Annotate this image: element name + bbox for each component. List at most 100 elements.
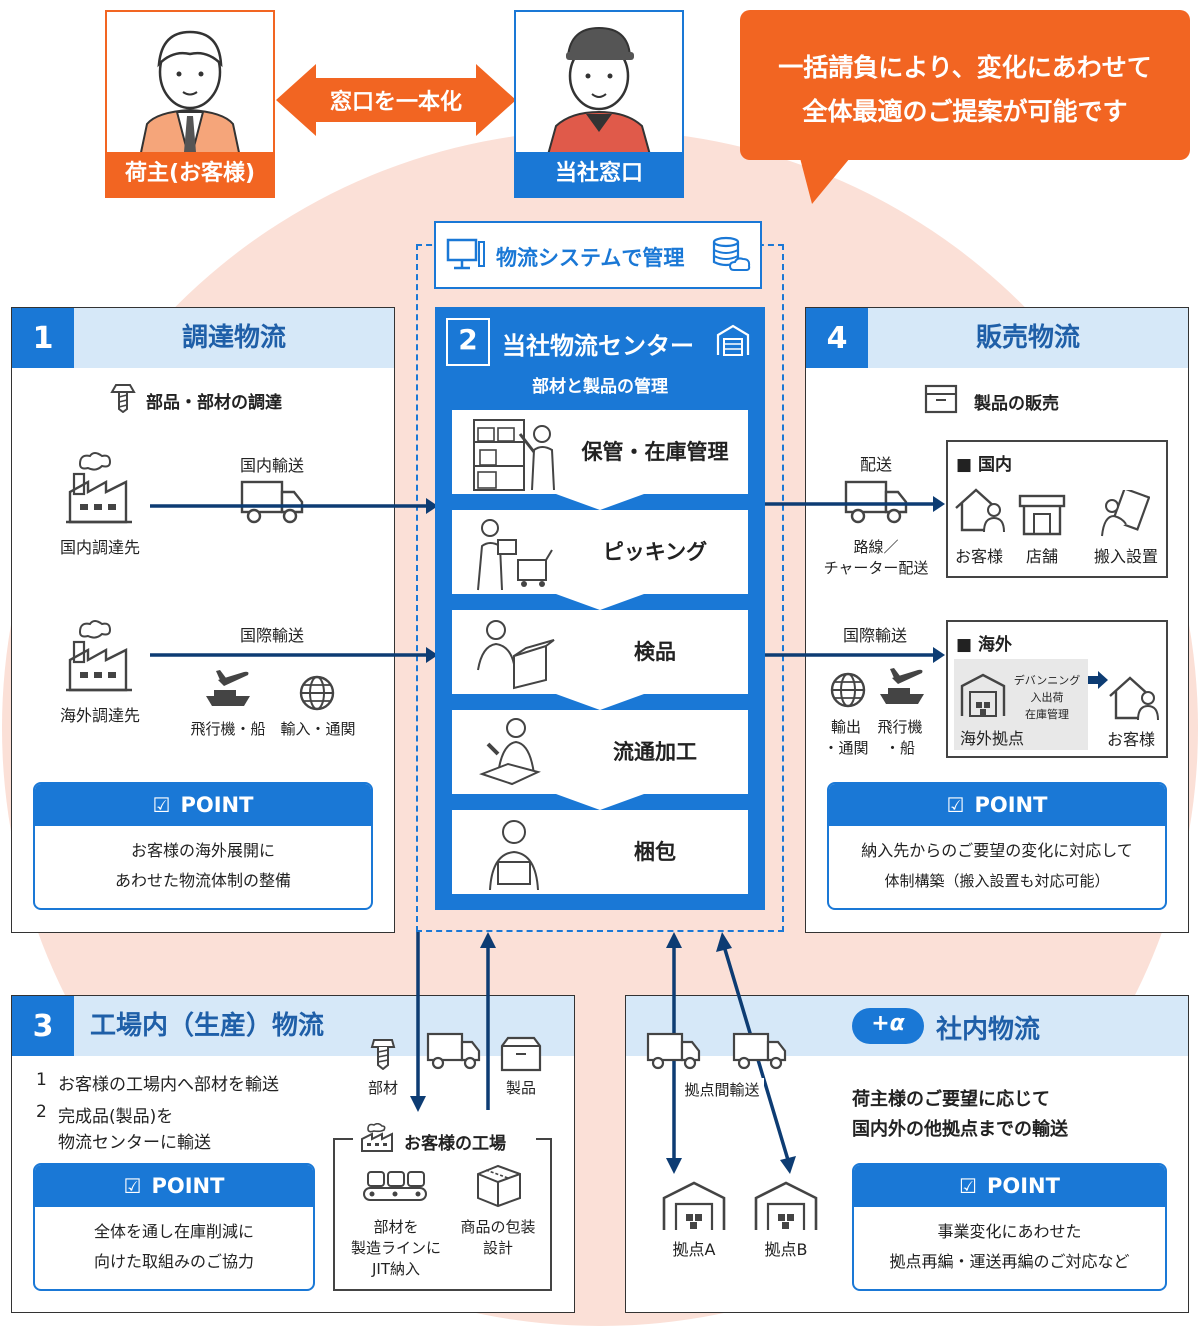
delivery-label: 配送 <box>859 455 892 474</box>
sales-globe-icon <box>830 672 866 708</box>
internal-badge <box>852 1008 924 1044</box>
store-label: 店舗 <box>1025 547 1058 566</box>
overseas-customer-label: お客様 <box>1106 730 1155 749</box>
pack-line1: 商品の包装 <box>460 1218 536 1236</box>
sales-title: 販売物流 <box>975 323 1080 353</box>
pack-line2: 設計 <box>482 1239 513 1257</box>
step-processing: 流通加工 <box>452 710 748 794</box>
internal-desc-line1: 荷主様のご要望に応じて <box>852 1089 1050 1110</box>
products-label: 製品 <box>505 1079 536 1097</box>
domestic-arrow-intl <box>150 647 438 663</box>
sales-intl-arrow <box>765 647 945 663</box>
internal-point-line1: 事業変化にあわせた <box>937 1222 1082 1241</box>
step-storage-label: 保管・在庫管理 <box>581 440 729 464</box>
delivery-truck-icon <box>844 480 908 524</box>
packing-worker-icon <box>489 820 539 891</box>
domestic-factory-icon <box>66 452 132 524</box>
window-card: 当社窓口 <box>514 10 684 198</box>
parts-label: 部材 <box>367 1079 398 1097</box>
step-chevron-4 <box>556 794 644 810</box>
base-a-label: 拠点A <box>672 1240 716 1259</box>
step-packing: 梱包 <box>452 810 748 894</box>
step-chevron-1 <box>556 494 644 510</box>
sales-plane-ship-icon <box>880 668 924 704</box>
store-icon <box>1018 494 1066 536</box>
sales-point-line1: 納入先からのご要望の変化に対応して <box>861 841 1133 860</box>
installation-icon <box>1101 490 1150 537</box>
picking-worker-icon <box>477 519 553 591</box>
businessman-icon <box>137 30 243 162</box>
center-number: 2 <box>458 323 478 356</box>
center-title: 当社物流センター <box>502 332 694 360</box>
callout-line2: 全体最適のご提案が可能です <box>802 97 1128 126</box>
factory-point-line1: 全体を通し在庫削減に <box>93 1222 254 1241</box>
internal-point-label: POINT <box>986 1174 1060 1198</box>
procurement-point-label: POINT <box>180 793 254 817</box>
stock-label: 在庫管理 <box>1025 708 1069 721</box>
window-label: 当社窓口 <box>516 152 682 196</box>
route-line2: チャーター配送 <box>823 559 929 577</box>
factory-point-label: POINT <box>151 1174 225 1198</box>
overseas-arrow <box>1088 671 1108 689</box>
globe-icon <box>299 675 335 711</box>
customer-factory-label: お客様の工場 <box>404 1134 506 1154</box>
system-label: 物流システムで管理 <box>496 246 685 270</box>
internal-truck-b-icon <box>732 1032 787 1070</box>
shipper-card: 荷主(お客様) <box>105 10 275 198</box>
check-icon: ☑ <box>152 793 171 817</box>
jit-line2: 製造ラインに <box>350 1239 441 1257</box>
internal-truck-a-icon <box>646 1032 701 1070</box>
sales-point-label: POINT <box>974 793 1048 817</box>
overseas-base-label: 海外拠点 <box>960 729 1025 748</box>
factory-item2-line1: 完成品(製品)を <box>58 1107 174 1127</box>
factory-item1-num: 1 <box>36 1070 47 1090</box>
two-way-arrow <box>276 64 516 136</box>
shipper-label: 荷主(お客様) <box>107 152 273 196</box>
down-arrow-parts <box>410 932 426 1112</box>
inspection-worker-icon <box>477 620 555 690</box>
overseas-customer-icon <box>1109 676 1159 721</box>
factory-title: 工場内（生産）物流 <box>90 1011 325 1041</box>
import-customs-label: 輸入・通関 <box>280 720 356 738</box>
intl-transport-label: 国際輸送 <box>239 626 304 645</box>
sales-point: ☑POINT 納入先からのご要望の変化に対応して体制構築（搬入設置も対応可能） <box>827 782 1167 910</box>
plane-ship-icon <box>206 670 250 706</box>
procurement-subtitle: 部品・部材の調達 <box>146 393 282 413</box>
procurement-point-line2: あわせた物流体制の整備 <box>114 871 291 890</box>
procurement-point: ☑POINT お客様の海外展開にあわせた物流体制の整備 <box>33 782 373 910</box>
domestic-transport-label: 国内輸送 <box>239 456 304 475</box>
staff-icon <box>544 26 654 162</box>
route-line1: 路線／ <box>853 538 899 556</box>
plane-line1: 飛行機 <box>877 718 923 736</box>
step-picking: ピッキング <box>452 510 748 594</box>
internal-badge-text: +α <box>871 1011 905 1036</box>
package-design-icon <box>477 1164 521 1208</box>
sales-intl-label: 国際輸送 <box>842 626 907 645</box>
overseas-warehouse-icon <box>960 673 1006 717</box>
base-b-icon <box>754 1181 818 1230</box>
internal-title: 社内物流 <box>936 1015 1041 1045</box>
check-icon: ☑ <box>123 1174 142 1198</box>
export-line2: ・通関 <box>823 739 869 757</box>
overseas-supplier-label: 海外調達先 <box>59 706 140 725</box>
warehouse-icon <box>716 324 750 356</box>
domestic-customer-label: お客様 <box>954 547 1003 566</box>
up-arrow-products <box>480 932 496 1110</box>
internal-point: ☑POINT 事業変化にあわせた拠点再編・運送再編のご対応など <box>852 1163 1167 1291</box>
conveyor-icon <box>363 1171 427 1201</box>
system-label-box <box>434 221 762 289</box>
factory-number: 3 <box>12 996 74 1056</box>
base-b-label: 拠点B <box>764 1240 808 1259</box>
step-storage: 保管・在庫管理 <box>452 410 748 494</box>
domestic-supplier-label: 国内調達先 <box>59 538 140 557</box>
domestic-arrow <box>150 498 438 514</box>
step-chevron-3 <box>556 694 644 710</box>
center-subtitle: 部材と製品の管理 <box>532 377 668 397</box>
internal-point-line2: 拠点再編・運送再編のご対応など <box>889 1252 1130 1271</box>
customer-house-icon <box>955 488 1005 533</box>
overseas-title: ■ 海外 <box>956 635 1012 655</box>
processing-worker-icon <box>479 718 541 786</box>
devanning-label: デバンニング <box>1013 674 1081 687</box>
procurement-number: 1 <box>12 308 74 368</box>
factory-item2-line2: 物流センターに輸送 <box>58 1133 211 1153</box>
